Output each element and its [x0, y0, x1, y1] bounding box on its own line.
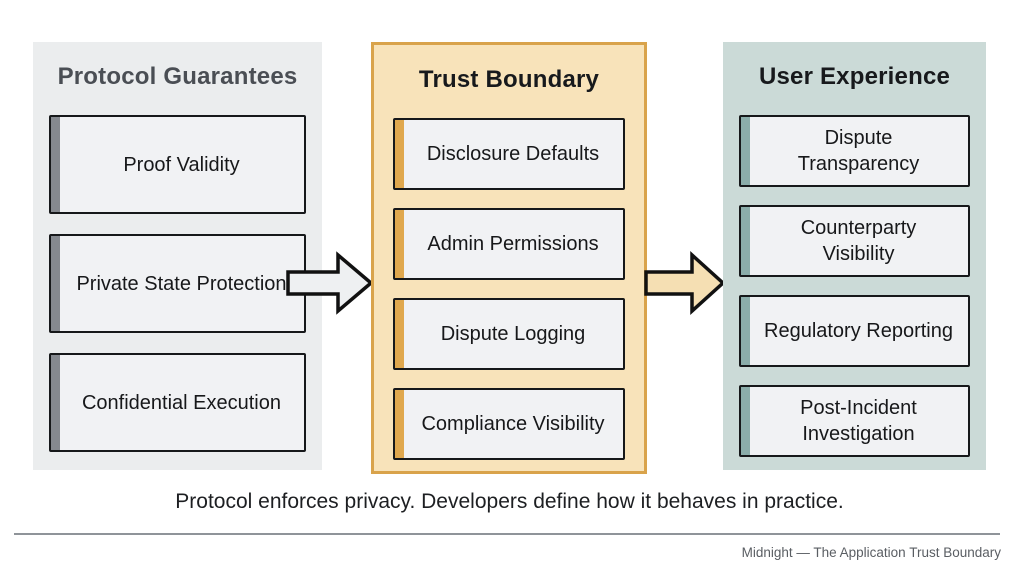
- box-accent-bar: [741, 297, 750, 365]
- column-boxes: Proof Validity Private State Protection …: [49, 115, 306, 452]
- footer-text: Midnight — The Application Trust Boundar…: [741, 545, 1001, 560]
- column-trust-boundary: Trust Boundary Disclosure Defaults Admin…: [371, 42, 647, 474]
- box-label: Compliance Visibility: [421, 413, 605, 435]
- column-title: Protocol Guarantees: [57, 63, 298, 90]
- diagram-box: Counterparty Visibility: [739, 205, 970, 277]
- box-accent-bar: [51, 117, 60, 212]
- diagram-box: Admin Permissions: [393, 208, 625, 280]
- diagram-box: Confidential Execution: [49, 353, 306, 452]
- box-label: Dispute Transparency: [797, 127, 920, 175]
- column-title: Trust Boundary: [418, 66, 600, 93]
- box-label: Post-Incident Investigation: [800, 397, 917, 445]
- diagram-box: Regulatory Reporting: [739, 295, 970, 367]
- box-accent-bar: [395, 300, 404, 368]
- diagram-box: Disclosure Defaults: [393, 118, 625, 190]
- column-title: User Experience: [758, 63, 951, 90]
- diagram-box: Dispute Transparency: [739, 115, 970, 187]
- box-label: Regulatory Reporting: [764, 320, 953, 342]
- diagram-box: Dispute Logging: [393, 298, 625, 370]
- box-accent-bar: [51, 236, 60, 331]
- diagram-box: Proof Validity: [49, 115, 306, 214]
- box-label: Dispute Logging: [440, 323, 586, 345]
- box-label: Confidential Execution: [81, 391, 281, 414]
- box-label: Disclosure Defaults: [426, 143, 600, 165]
- box-label: Proof Validity: [123, 153, 240, 176]
- right-arrow-icon: [286, 251, 374, 315]
- diagram-box: Post-Incident Investigation: [739, 385, 970, 457]
- right-arrow-icon: [644, 251, 726, 315]
- column-protocol-guarantees: Protocol Guarantees Proof Validity Priva…: [33, 42, 322, 470]
- box-label: Admin Permissions: [427, 233, 599, 255]
- box-label: Counterparty Visibility: [800, 217, 917, 265]
- box-accent-bar: [395, 120, 404, 188]
- caption-text: Protocol enforces privacy. Developers de…: [175, 490, 844, 513]
- column-user-experience: User Experience Dispute Transparency Cou…: [723, 42, 986, 470]
- box-accent-bar: [741, 207, 750, 275]
- box-label: Private State Protection: [76, 272, 287, 295]
- box-accent-bar: [741, 117, 750, 185]
- column-boxes: Dispute Transparency Counterparty Visibi…: [739, 115, 970, 457]
- box-accent-bar: [395, 390, 404, 458]
- box-accent-bar: [741, 387, 750, 455]
- box-accent-bar: [51, 355, 60, 450]
- box-accent-bar: [395, 210, 404, 278]
- diagram-box: Compliance Visibility: [393, 388, 625, 460]
- column-boxes: Disclosure Defaults Admin Permissions Di…: [393, 118, 625, 460]
- footer-divider: [14, 533, 1000, 535]
- diagram-box: Private State Protection: [49, 234, 306, 333]
